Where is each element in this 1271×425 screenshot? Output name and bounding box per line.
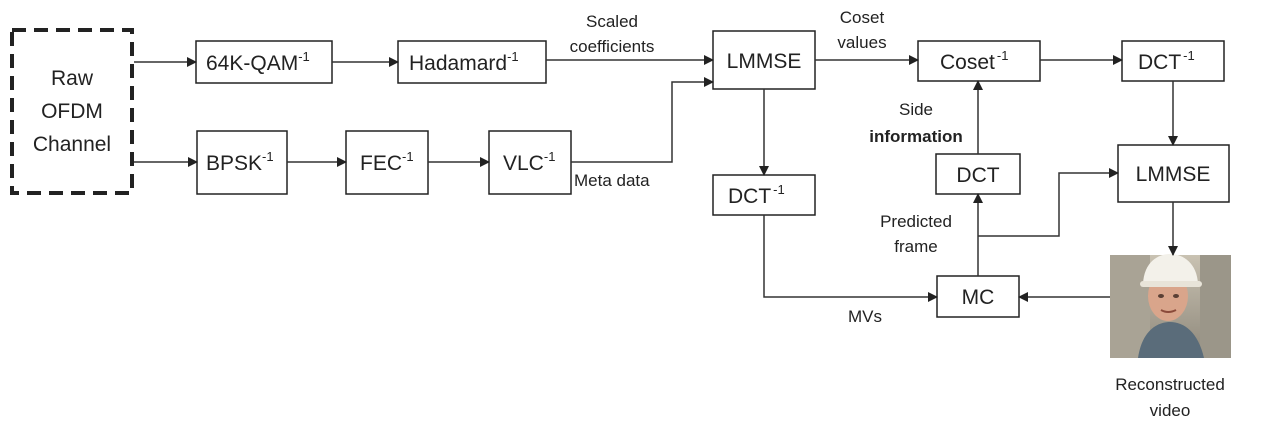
fec-inverse-block: FEC-1 [345, 130, 429, 195]
dct-mid-block: DCT [935, 153, 1021, 195]
raw-ofdm-line-2: OFDM [41, 100, 103, 123]
mc-block: MC [936, 275, 1020, 318]
dct-inverse-left-label: DCT [728, 185, 771, 208]
arrow-vlc-to-lmmse [571, 77, 714, 163]
vlc-sup: -1 [544, 149, 556, 164]
raw-ofdm-line-3: Channel [33, 133, 111, 156]
side-information-line-2: information [869, 127, 963, 146]
dct-inverse-left-sup: -1 [773, 182, 785, 197]
vlc-inverse-block: VLC-1 [488, 130, 572, 195]
hadamard-sup: -1 [507, 49, 519, 64]
hadamard-label: Hadamard [409, 52, 507, 75]
svg-text:FEC-1: FEC-1 [360, 149, 414, 175]
fec-label: FEC [360, 152, 402, 175]
dct-inverse-right-label: DCT [1138, 51, 1181, 74]
svg-text:DCT-1: DCT-1 [1138, 48, 1195, 74]
bpsk-inverse-block: BPSK-1 [196, 130, 288, 195]
side-information-line-1: Side [899, 100, 933, 119]
svg-text:Hadamard-1: Hadamard-1 [409, 49, 519, 75]
arrow-dct-inverse-left-to-mc [763, 215, 938, 302]
dct-inverse-left-block: DCT-1 [712, 174, 816, 216]
coset-inverse-block: Coset-1 [917, 40, 1041, 82]
dct-mid-label: DCT [956, 164, 999, 187]
edge-labels: Scaled coefficients Coset values Side in… [570, 8, 1225, 420]
lmmse-top-block: LMMSE [712, 30, 816, 90]
dct-inverse-right-block: DCT-1 [1121, 40, 1225, 82]
arrow-mc-to-lmmse-right [978, 168, 1119, 237]
lmmse-right-block: LMMSE [1117, 144, 1230, 203]
reconstructed-video-line-1: Reconstructed [1115, 375, 1225, 394]
svg-text:VLC-1: VLC-1 [503, 149, 555, 175]
bpsk-label: BPSK [206, 152, 262, 175]
coset-values-line-1: Coset [840, 8, 885, 27]
qam-label: 64K-QAM [206, 52, 298, 75]
connectors [134, 55, 1178, 302]
reconstructed-video-line-2: video [1150, 401, 1191, 420]
predicted-frame-line-1: Predicted [880, 212, 952, 231]
meta-data-label: Meta data [574, 171, 650, 190]
mc-label: MC [962, 286, 995, 309]
coset-sup: -1 [997, 48, 1009, 63]
raw-ofdm-channel-block: Raw OFDM Channel [10, 28, 134, 195]
scaled-coefficients-line-1: Scaled [586, 12, 638, 31]
scaled-coefficients-line-2: coefficients [570, 37, 655, 56]
lmmse-top-label: LMMSE [727, 50, 802, 73]
qam-sup: -1 [298, 49, 310, 64]
mvs-label: MVs [848, 307, 882, 326]
svg-text:Coset-1: Coset-1 [940, 48, 1008, 74]
predicted-frame-line-2: frame [894, 237, 937, 256]
svg-text:BPSK-1: BPSK-1 [206, 149, 274, 175]
reconstructed-video-frame [1110, 254, 1231, 358]
vlc-label: VLC [503, 152, 544, 175]
dct-inverse-right-sup: -1 [1183, 48, 1195, 63]
hadamard-inverse-block: Hadamard-1 [397, 40, 547, 84]
svg-text:DCT-1: DCT-1 [728, 182, 785, 208]
lmmse-right-label: LMMSE [1136, 163, 1211, 186]
qam-inverse-block: 64K-QAM-1 [195, 40, 333, 84]
svg-text:64K-QAM-1: 64K-QAM-1 [206, 49, 310, 75]
coset-values-line-2: values [837, 33, 886, 52]
coset-label: Coset [940, 51, 995, 74]
raw-ofdm-line-1: Raw [51, 67, 94, 90]
fec-sup: -1 [402, 149, 414, 164]
bpsk-sup: -1 [262, 149, 274, 164]
